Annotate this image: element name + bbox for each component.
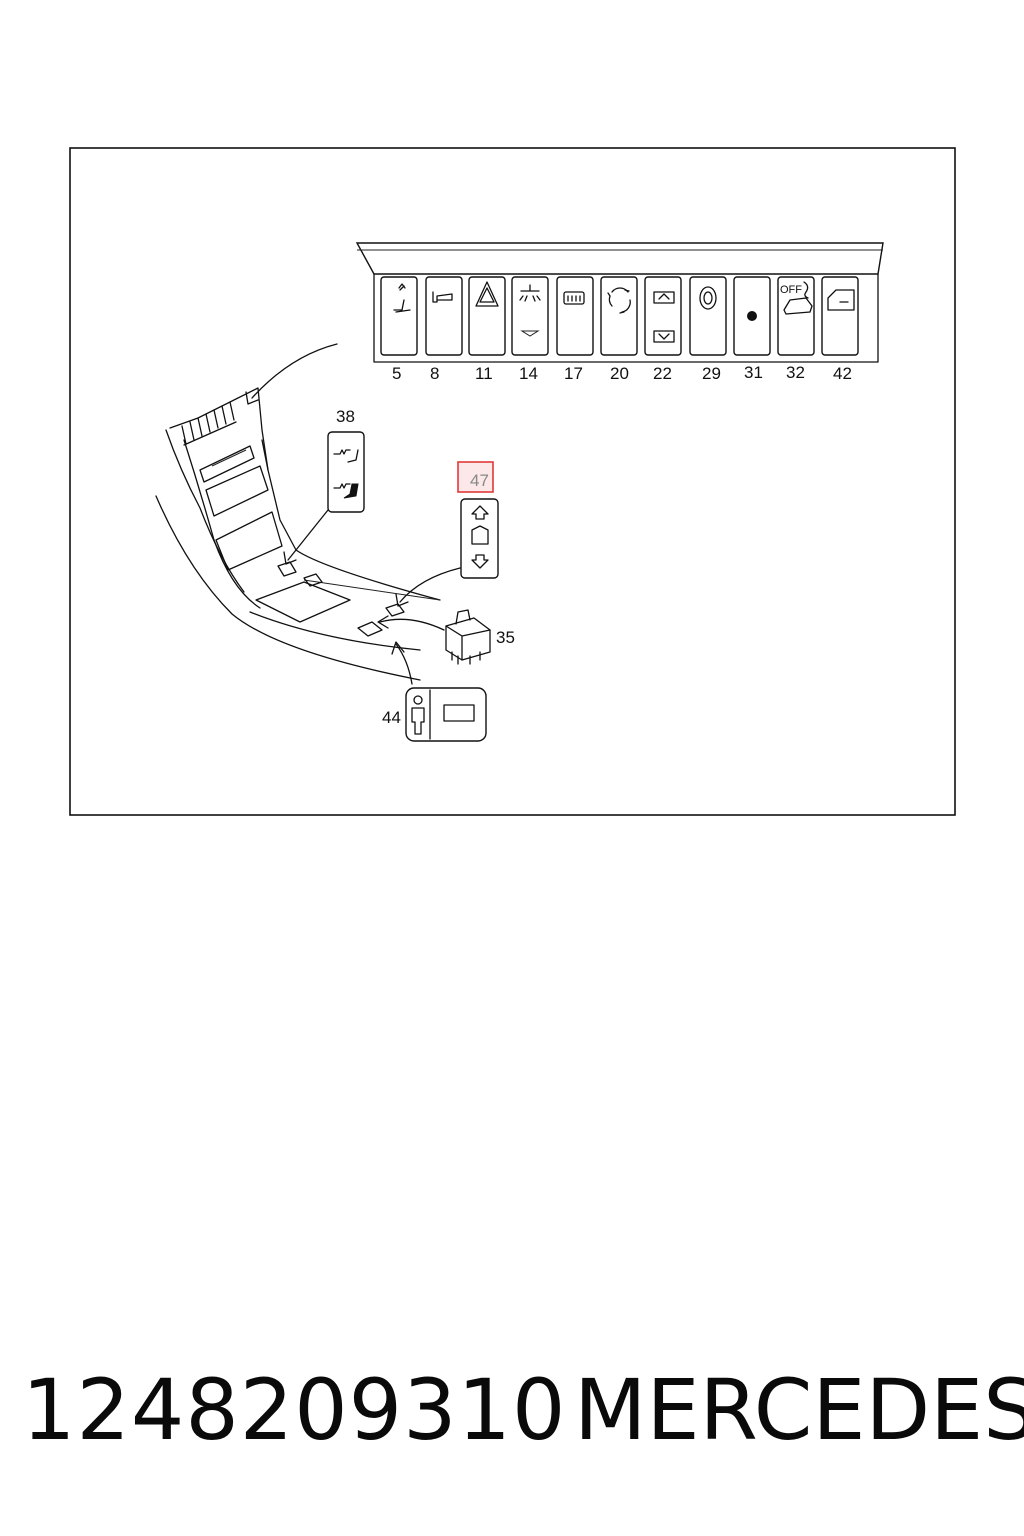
- part-number: 1248209310: [22, 1361, 567, 1459]
- callout-38: 38: [336, 407, 355, 426]
- callout-31: 31: [744, 363, 763, 382]
- leader-47: [399, 567, 461, 603]
- callout-14: 14: [519, 364, 538, 383]
- arrowhead-44: [391, 641, 405, 655]
- switch-22-window[interactable]: [644, 276, 682, 356]
- arrowhead-47: [395, 593, 409, 607]
- arrowhead-38: [283, 551, 297, 565]
- switch-29-tire[interactable]: [689, 276, 727, 356]
- switch-32-off-text: OFF: [780, 284, 802, 296]
- switch-44-occupancy[interactable]: [405, 687, 487, 742]
- switch-8-horn[interactable]: [425, 276, 463, 356]
- switch-38-seat-heater[interactable]: [327, 431, 365, 513]
- callout-44: 44: [382, 708, 401, 727]
- callout-47: 47: [470, 471, 489, 490]
- switch-5-seat[interactable]: [380, 276, 418, 356]
- callout-17: 17: [564, 364, 583, 383]
- arrowhead-35: [377, 615, 389, 629]
- strip-leader-arrow: [245, 343, 338, 405]
- switch-17-rear-defrost[interactable]: [556, 276, 594, 356]
- switch-32-alarm-off[interactable]: OFF: [777, 276, 815, 356]
- callout-42: 42: [833, 364, 852, 383]
- switch-42-door[interactable]: [821, 276, 859, 356]
- strip-callouts: 5 8 11 14 17 20 22 29 31 32 42: [392, 363, 852, 383]
- leader-35: [379, 618, 445, 631]
- callout-35: 35: [496, 628, 515, 647]
- callout-32: 32: [786, 363, 805, 382]
- callout-8: 8: [430, 364, 439, 383]
- callout-22: 22: [653, 364, 672, 383]
- callout-11: 11: [475, 364, 493, 383]
- part-35-switch-block[interactable]: [445, 609, 491, 665]
- switch-20-recirculation[interactable]: [600, 276, 638, 356]
- callout-20: 20: [610, 364, 629, 383]
- switch-11-hazard[interactable]: [468, 276, 506, 356]
- leader-38: [287, 509, 329, 561]
- brand-name: MERCEDES: [574, 1361, 1024, 1459]
- switch-14-interior-light[interactable]: [511, 276, 549, 356]
- callout-29: 29: [702, 364, 721, 383]
- switch-31-blank[interactable]: [733, 276, 771, 356]
- callout-47-highlight: [457, 461, 494, 493]
- switch-panel: [355, 242, 884, 363]
- callout-5: 5: [392, 364, 401, 383]
- switch-47-window-lift[interactable]: [460, 498, 499, 579]
- leader-44: [395, 643, 413, 685]
